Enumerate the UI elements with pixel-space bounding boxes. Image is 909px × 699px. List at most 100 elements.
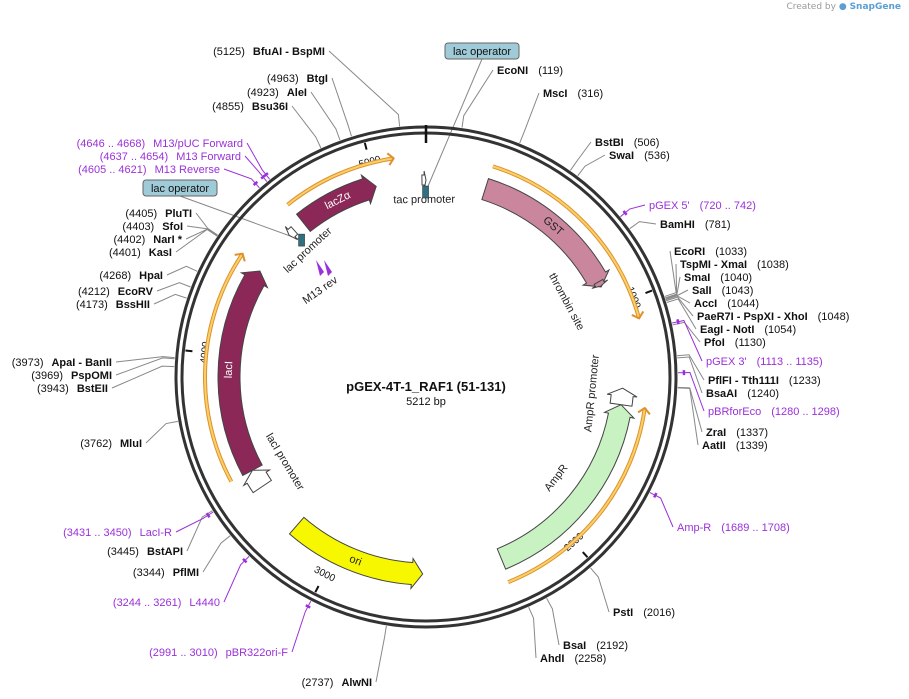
enzyme-btgi: BtgI(4963) (267, 73, 328, 85)
enzyme-pspomi: PspOMI(3969) (31, 370, 112, 382)
primer-laci-r: LacI-R(3431 .. 3450) (63, 527, 172, 539)
enzyme-position: (2016) (643, 607, 675, 619)
enzyme-eagi-noti: EagI - NotI(1054) (700, 324, 796, 336)
enzyme-name: PspOMI (71, 370, 112, 382)
enzyme-name: PflFI - Tth111I (708, 375, 779, 387)
enzyme-bamhi: BamHI(781) (660, 219, 731, 231)
primer-binding-mark (260, 174, 266, 180)
feature-thrombin-site-arrow (591, 278, 609, 289)
enzyme-position: (1043) (722, 285, 754, 297)
enzyme-name: EcoRV (118, 286, 154, 298)
orf-arrowhead (631, 310, 645, 320)
enzyme-leader-lines (111, 50, 705, 683)
enzyme-name: Bsu36I (252, 101, 288, 113)
enzyme-position: (119) (538, 65, 563, 77)
primer-range: (1280 .. 1298) (771, 406, 840, 418)
enzyme-position: (4268) (99, 270, 131, 282)
enzyme-psti: PstI (2016) (613, 607, 675, 619)
enzyme-name: PstI (613, 607, 633, 619)
enzyme-name: PflMI (173, 567, 199, 579)
leader-line (666, 298, 697, 330)
enzyme-position: (2192) (596, 640, 628, 652)
leader-line (677, 372, 705, 412)
enzyme-tspmi-xmai: TspMI - XmaI(1038) (680, 259, 789, 271)
enzyme-name: MscI (543, 88, 567, 100)
enzyme-name: PaeR7I - PspXI - XhoI (697, 311, 808, 323)
enzyme-pluti: PluTI(4405) (125, 208, 192, 220)
leader-line (175, 511, 214, 533)
primer-pbr322ori-f: pBR322ori-F(2991 .. 3010) (149, 647, 288, 659)
enzyme-bsshii: BssHII(4173) (76, 299, 150, 311)
enzyme-name: NarI * (153, 234, 182, 246)
leader-line (677, 356, 703, 394)
enzyme-position: (2258) (574, 653, 606, 665)
tick-mark (314, 585, 320, 593)
enzyme-name: BsaI (563, 640, 586, 652)
enzyme-pflmi: PflMI(3344) (133, 567, 199, 579)
leader-line (115, 357, 175, 376)
orf-arrowhead (386, 152, 395, 166)
enzyme-pflfi-tth111i: PflFI - Tth111I(1233) (708, 375, 821, 387)
leader-line (672, 319, 703, 362)
enzyme-position: (5125) (213, 46, 245, 58)
primer-binding-mark (242, 557, 248, 564)
enzyme-position: (4963) (267, 73, 299, 85)
leader-line (620, 204, 646, 218)
enzyme-position: (3973) (12, 357, 44, 369)
leader-line (677, 354, 705, 381)
feature-label: AmpR (542, 462, 570, 494)
leader-line (375, 625, 387, 683)
leader-line (153, 293, 187, 305)
primer-range: (4637 .. 4654) (100, 151, 169, 163)
primer-binding-mark (252, 180, 259, 186)
leader-line (310, 91, 341, 141)
enzyme-position: (316) (577, 88, 603, 100)
enzyme-position: (536) (644, 150, 670, 162)
enzyme-position: (4405) (125, 208, 157, 220)
enzyme-name: AatII (702, 440, 726, 452)
primer-name: LacI-R (140, 527, 172, 539)
m13-rev-arrow (316, 260, 324, 276)
enzyme-position: (781) (705, 219, 731, 231)
feature-label: lacI promoter (263, 431, 307, 492)
plasmid-length: 5212 bp (406, 396, 446, 408)
m13-rev-label: M13 rev (301, 274, 341, 307)
enzyme-apai-banii: ApaI - BanII(3973) (12, 357, 112, 369)
lac-operator-label: lac operator (453, 46, 511, 58)
enzyme-bsaai: BsaAI(1240) (706, 388, 779, 400)
enzyme-name: AccI (694, 298, 717, 310)
enzyme-msci: MscI (316) (543, 88, 603, 100)
primer-range: (3244 .. 3261) (113, 597, 182, 609)
feature-laci-arrow (217, 270, 269, 477)
feature-label: thrombin site (546, 271, 586, 332)
enzyme-sali: SalI (1043) (692, 285, 753, 297)
leader-line (223, 556, 250, 603)
enzyme-position: (1054) (764, 324, 796, 336)
primer-m13-forward: M13 Forward(4637 .. 4654) (100, 151, 241, 163)
enzyme-position: (4855) (212, 101, 244, 113)
primer-range: (4605 .. 4621) (78, 164, 147, 176)
primer-m13-puc-forward: M13/pUC Forward(4646 .. 4668) (77, 138, 243, 150)
snapgene-logo-icon: ● (838, 2, 847, 12)
enzyme-position: (1044) (727, 298, 759, 310)
tick-label: 3000 (312, 565, 337, 585)
enzyme-name: SalI (692, 285, 712, 297)
primer-range: (1689 .. 1708) (721, 522, 790, 534)
enzyme-name: BstEII (77, 383, 108, 395)
enzyme-position: (4401) (109, 247, 141, 259)
orf-arc-highlight (286, 157, 394, 206)
plasmid-backbone (174, 125, 678, 629)
leader-line (185, 228, 218, 240)
leader-line (156, 282, 191, 292)
feature-label: AmpR promoter (582, 354, 602, 433)
enzyme-name: BstAPI (147, 546, 183, 558)
primer-name: pGEX 3' (706, 356, 747, 368)
enzyme-name: EcoRI (674, 246, 705, 258)
enzyme-name: PfoI (704, 337, 725, 349)
primer-name: M13 Reverse (155, 164, 220, 176)
leader-line (331, 77, 352, 137)
enzyme-bsai: BsaI (2192) (563, 640, 628, 652)
leader-line (246, 142, 271, 180)
